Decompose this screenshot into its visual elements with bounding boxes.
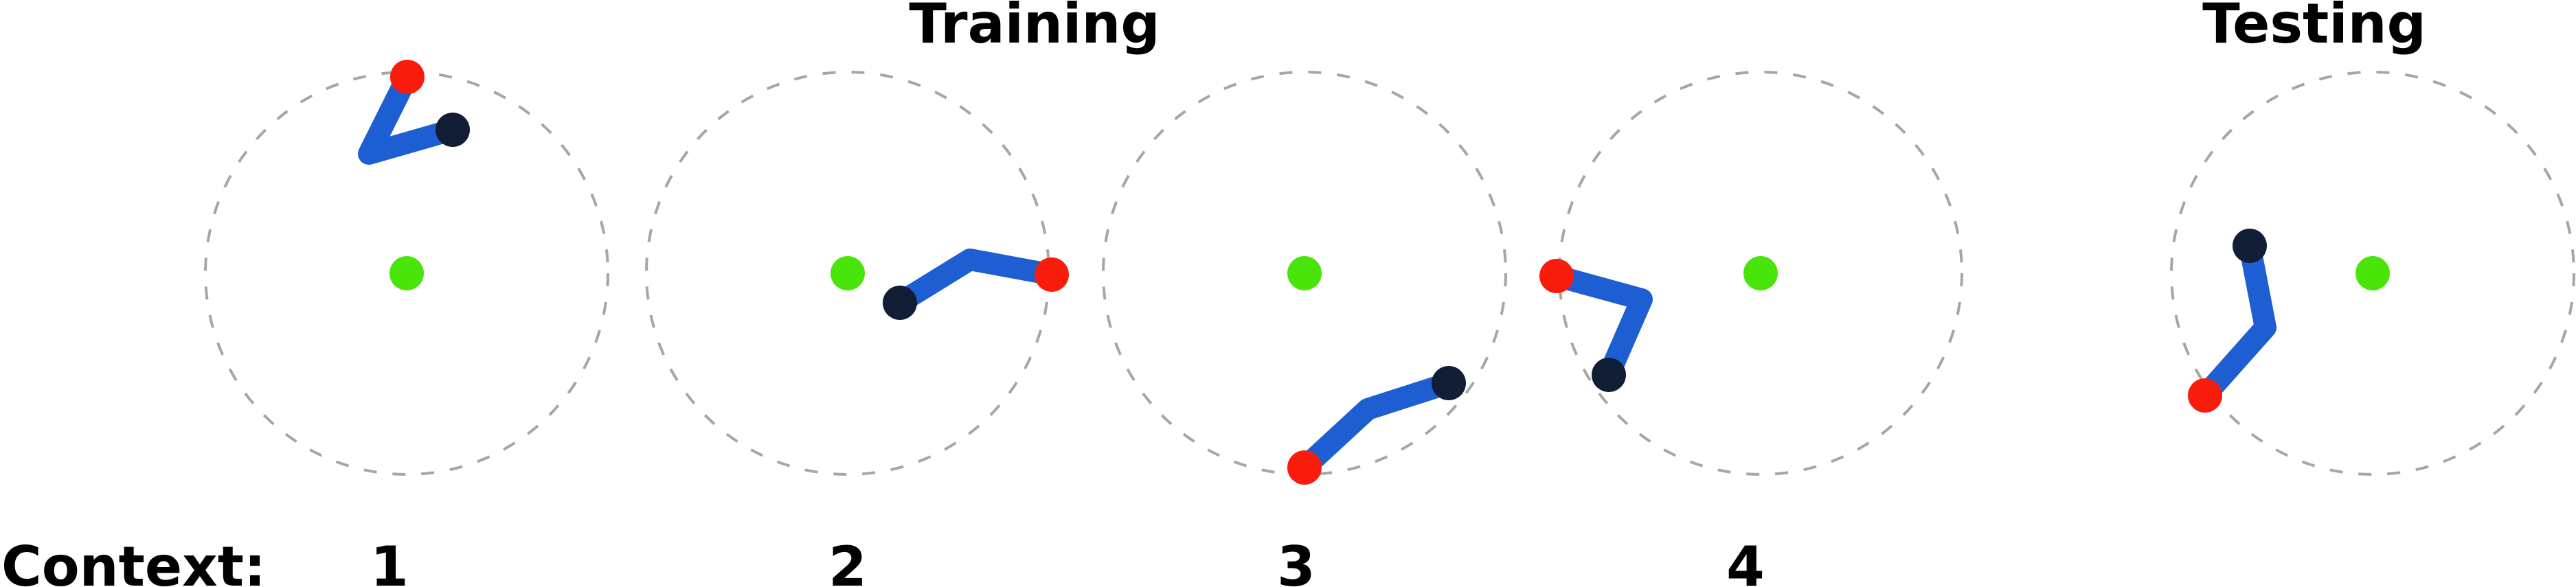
context-number-3: 3 [1277, 535, 1315, 587]
endpoint-red-dot [2188, 378, 2222, 413]
workspace-ring [2170, 71, 2575, 476]
joint-navy-dot [1432, 366, 1466, 400]
center-green-dot [1743, 256, 1778, 290]
center-green-dot [2355, 256, 2390, 290]
workspace-ring [1102, 71, 1507, 476]
training-title: Training [909, 0, 1160, 56]
joint-navy-dot [436, 113, 470, 147]
arm-linkage [2197, 243, 2276, 403]
testing-title: Testing [2202, 0, 2426, 56]
joint-navy-dot [1592, 358, 1626, 392]
center-green-dot [831, 256, 865, 290]
context-number-2: 2 [828, 535, 867, 587]
workspace-ring [204, 71, 609, 476]
panel-context-4 [1539, 71, 1963, 476]
endpoint-red-dot [1539, 259, 1574, 293]
endpoint-red-dot [390, 60, 425, 94]
arm-linkage [894, 249, 1054, 312]
context-number-4: 4 [1726, 535, 1765, 587]
endpoint-red-dot [1287, 450, 1322, 485]
workspace-ring [1558, 71, 1963, 476]
context-label: Context: [1, 535, 266, 587]
joint-navy-dot [883, 286, 917, 320]
arm-linkage [1297, 372, 1452, 476]
endpoint-red-dot [1035, 257, 1069, 292]
arm-linkage [358, 71, 456, 165]
center-green-dot [1287, 256, 1322, 290]
context-number-1: 1 [370, 535, 409, 587]
panel-context-2 [645, 71, 1069, 476]
panel-context-1 [204, 60, 609, 476]
center-green-dot [389, 256, 424, 290]
panel-context-3 [1102, 71, 1507, 485]
panel-testing [2170, 71, 2575, 476]
arm-linkage [1553, 265, 1653, 380]
joint-navy-dot [2233, 229, 2267, 263]
